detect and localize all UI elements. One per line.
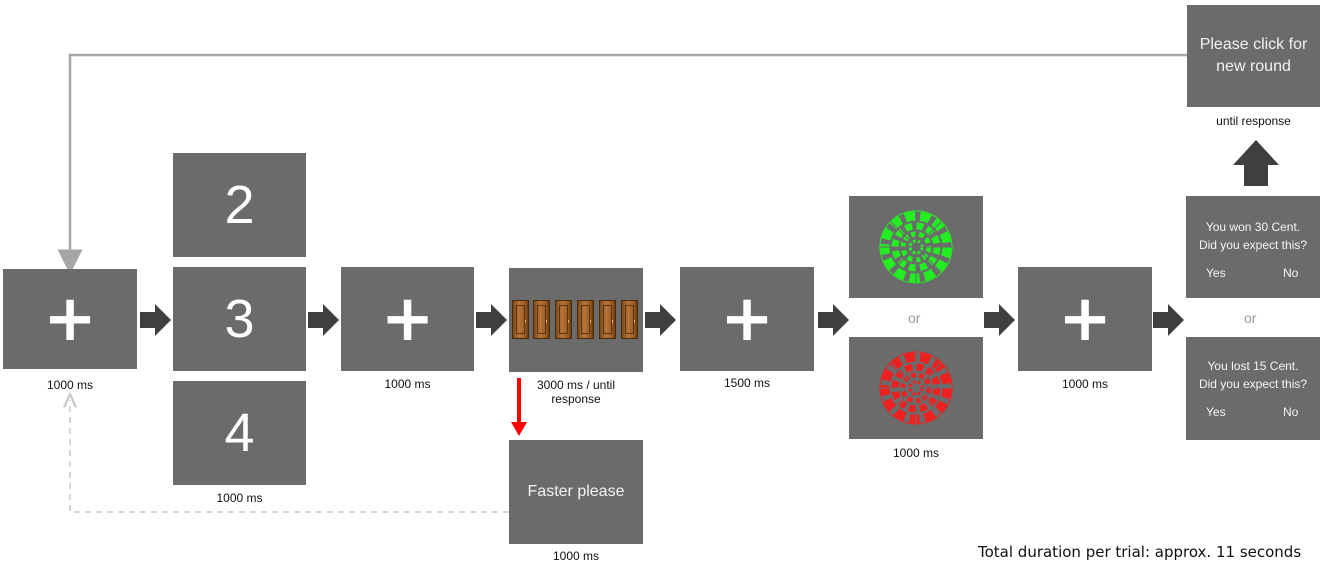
feedback-win-screen	[849, 196, 983, 298]
no-option[interactable]: No	[1283, 405, 1299, 419]
fixation-cross: +	[43, 282, 97, 356]
fixation-cross: +	[380, 282, 435, 356]
rating-question: Did you expect this?	[1198, 377, 1308, 391]
loss-target-icon	[879, 351, 953, 425]
duration-label: 1000 ms	[892, 446, 940, 460]
fixation-screen-3: +	[680, 267, 814, 371]
duration-label: 1000 ms	[1061, 377, 1109, 391]
countdown-screen-2: 2	[173, 153, 306, 257]
step-arrow-7	[1153, 304, 1184, 336]
duration-label: 1500 ms	[723, 376, 771, 390]
yes-option[interactable]: Yes	[1206, 405, 1226, 419]
no-option[interactable]: No	[1283, 266, 1299, 280]
step-arrow-6	[984, 304, 1015, 336]
duration-label: 3000 ms / until response	[536, 378, 616, 406]
door-6	[621, 300, 638, 339]
new-round-screen[interactable]: Please click for new round	[1187, 5, 1320, 107]
step-arrow-1	[140, 304, 171, 336]
loop-back-line	[57, 53, 1187, 275]
fixation-cross: +	[1058, 282, 1112, 356]
door-5	[599, 300, 616, 339]
countdown-number: 4	[224, 403, 255, 463]
or-separator: or	[908, 310, 921, 326]
duration-label: 1000 ms	[216, 491, 263, 505]
door-1	[512, 300, 529, 339]
rating-text-line: You won 30 Cent.	[1205, 220, 1301, 234]
timeout-arrow	[511, 378, 527, 436]
fixation-screen-1: +	[3, 269, 137, 369]
rating-win-screen: You won 30 Cent. Did you expect this? Ye…	[1186, 196, 1320, 298]
duration-label: 1000 ms	[552, 549, 600, 563]
timeout-loop-line	[70, 400, 509, 513]
feedback-loss-screen	[849, 337, 983, 439]
win-target-icon	[879, 210, 953, 284]
faster-please-text: Faster please	[527, 483, 625, 500]
door-3	[555, 300, 572, 339]
countdown-screen-4: 4	[173, 381, 306, 485]
or-separator: or	[1244, 310, 1257, 326]
duration-label: 1000 ms	[384, 377, 431, 391]
step-arrows	[140, 140, 1279, 336]
step-arrow-5	[818, 304, 849, 336]
rating-text-line: You lost 15 Cent.	[1207, 359, 1299, 373]
step-arrow-2	[308, 304, 339, 336]
door-4	[577, 300, 594, 339]
door-choice-screen	[509, 268, 643, 372]
door-2	[533, 300, 550, 339]
step-arrow-4	[645, 304, 676, 336]
rating-loss-screen: You lost 15 Cent. Did you expect this? Y…	[1186, 337, 1320, 440]
fixation-cross: +	[720, 282, 774, 356]
fixation-screen-2: +	[341, 267, 474, 371]
yes-option[interactable]: Yes	[1206, 266, 1226, 280]
step-arrow-3	[476, 304, 507, 336]
countdown-number: 3	[224, 289, 255, 349]
up-arrow	[1233, 140, 1279, 186]
total-duration-note: Total duration per trial: approx. 11 sec…	[978, 543, 1302, 561]
duration-label: 1000 ms	[46, 378, 94, 392]
rating-question: Did you expect this?	[1198, 238, 1308, 252]
countdown-screen-3: 3	[173, 267, 306, 371]
new-round-text-line2: new round	[1216, 58, 1291, 75]
fixation-screen-4: +	[1018, 267, 1152, 371]
countdown-number: 2	[224, 175, 255, 235]
faster-please-screen: Faster please	[509, 440, 643, 544]
duration-label: until response	[1216, 114, 1291, 128]
new-round-text-line1: Please click for	[1199, 36, 1308, 53]
